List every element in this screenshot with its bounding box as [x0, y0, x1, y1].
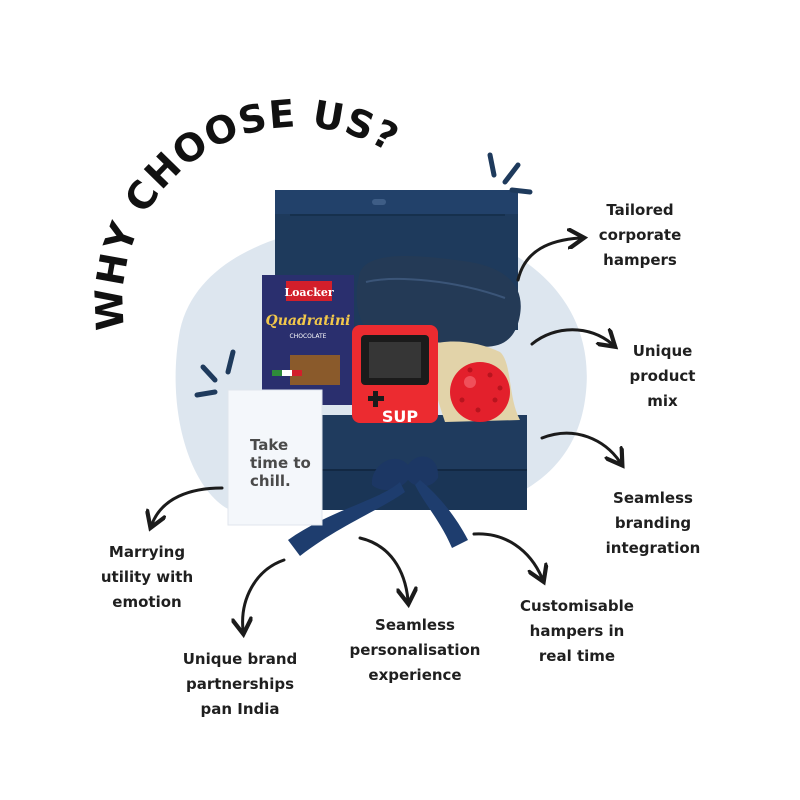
arrow-customisable: [472, 532, 542, 578]
feature-unique-mix-line-1: Unique: [632, 342, 693, 360]
feature-branding-line-2: branding: [614, 514, 692, 532]
massage-ball: [450, 362, 510, 422]
feature-tailored: Tailored corporate hampers: [585, 198, 695, 273]
feature-customisable-line-3: real time: [538, 647, 616, 665]
feature-utility-line-3: emotion: [112, 593, 182, 611]
feature-customisable-line-2: hampers in: [529, 622, 625, 640]
feature-tailored-line-1: Tailored: [606, 201, 674, 219]
feature-branding: Seamless branding integration: [598, 486, 708, 561]
arrow-branding: [540, 431, 620, 462]
card-line-2: time to: [250, 454, 311, 472]
arrow-partnerships: [243, 558, 286, 630]
feature-personalisation-line-2: personalisation: [349, 641, 481, 659]
console-text: SUP: [382, 407, 419, 426]
feature-unique-mix-line-3: mix: [647, 392, 678, 410]
feature-utility-line-2: utility with: [100, 568, 194, 586]
feature-partnerships-line-3: pan India: [200, 700, 280, 718]
feature-unique-mix: Unique product mix: [615, 339, 710, 414]
arrow-tailored: [516, 238, 580, 282]
feature-branding-line-3: integration: [605, 539, 701, 557]
snack-brand: Loacker: [284, 286, 334, 299]
card-line-3: chill.: [250, 472, 291, 490]
feature-unique-mix-line-2: product: [629, 367, 696, 385]
feature-customisable-line-1: Customisable: [520, 597, 634, 615]
arrow-personalisation: [358, 536, 408, 600]
feature-partnerships-line-2: partnerships: [185, 675, 295, 693]
snack-name: Quadratini: [266, 313, 351, 329]
feature-personalisation-line-3: experience: [368, 666, 462, 684]
feature-utility-line-1: Marrying: [108, 543, 186, 561]
arrow-utility: [152, 486, 224, 524]
card-line-1: Take: [250, 436, 288, 454]
feature-partnerships: Unique brand partnerships pan India: [175, 647, 305, 722]
feature-personalisation: Seamless personalisation experience: [340, 613, 490, 688]
accent-dashes-top: [487, 152, 533, 195]
feature-tailored-line-3: hampers: [603, 251, 677, 269]
snack-flavor: CHOCOLATE: [290, 333, 327, 340]
feature-personalisation-line-1: Seamless: [375, 616, 455, 634]
feature-utility: Marrying utility with emotion: [92, 540, 202, 615]
feature-tailored-line-2: corporate: [598, 226, 682, 244]
feature-partnerships-line-1: Unique brand: [182, 650, 298, 668]
arrow-unique-mix: [530, 330, 612, 344]
accent-dashes-left: [194, 349, 236, 398]
feature-customisable: Customisable hampers in real time: [512, 594, 642, 669]
feature-branding-line-1: Seamless: [613, 489, 693, 507]
quote-card: [228, 390, 322, 525]
